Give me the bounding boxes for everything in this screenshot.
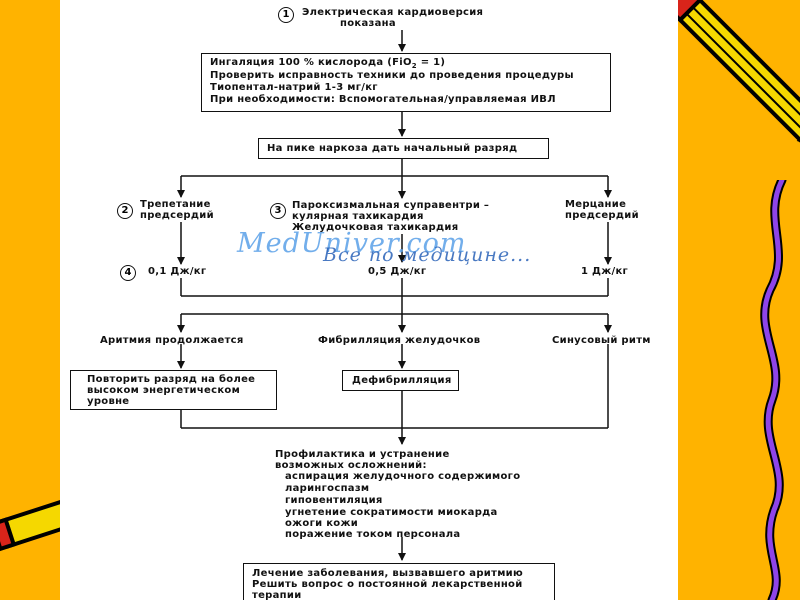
preparation-box <box>201 53 611 112</box>
final-line-2: Решить вопрос о постоянной лекарственной <box>252 579 523 590</box>
flowchart-connectors <box>177 30 612 561</box>
final-treatment-box <box>243 563 555 600</box>
prevention-item: поражение током персонала <box>285 529 461 540</box>
pencil-left-decoration <box>0 500 64 552</box>
repeat-discharge-box <box>70 370 277 410</box>
initial-discharge-label: На пике наркоза дать начальный разряд <box>267 143 518 154</box>
oxygen-line: Ингаляция 100 % кислорода (FiO2 = 1) <box>210 57 445 72</box>
repeat-line-1: Повторить разряд на более <box>87 374 256 385</box>
prevention-title-1: Профилактика и устранение <box>275 449 450 460</box>
branch-left-line-2: предсердий <box>140 210 214 221</box>
branch-middle-line-2: кулярная тахикардия <box>292 211 424 222</box>
fio-subscript: 2 <box>411 62 417 70</box>
defibrillation-box <box>342 370 459 391</box>
branch-right-line-1: Мерцание <box>565 199 627 210</box>
pencil-right-decoration <box>670 0 800 155</box>
prevention-item: угнетение сократимости миокарда <box>285 507 498 518</box>
ventilation-line: При необходимости: Вспомогательная/управ… <box>210 94 556 105</box>
step-number-1: 1 <box>278 7 294 23</box>
branch-middle-line-3: Желудочковая тахикардия <box>292 222 459 233</box>
oxygen-text: Ингаляция 100 % кислорода (FiO <box>210 57 412 68</box>
defibrillation-label: Дефибрилляция <box>352 375 452 386</box>
initial-discharge-box <box>258 138 549 159</box>
prevention-item: ожоги кожи <box>285 518 359 529</box>
squiggle-decoration <box>760 180 787 600</box>
step-number-2: 2 <box>117 203 133 219</box>
prevention-item: гиповентиляция <box>285 495 383 506</box>
step-1-line-1: Электрическая кардиоверсия <box>302 7 484 18</box>
outcome-arrhythmia-continues: Аритмия продолжается <box>100 335 244 346</box>
energy-left: 0,1 Дж/кг <box>148 266 207 277</box>
flowchart-slide: 1 Электрическая кардиоверсия показана Ин… <box>60 0 678 600</box>
final-line-3: терапии <box>252 590 302 600</box>
outcome-sinus-rhythm: Синусовый ритм <box>552 335 651 346</box>
branch-middle-line-1: Пароксизмальная суправентри – <box>292 200 490 211</box>
branch-right-line-2: предсердий <box>565 210 639 221</box>
prevention-title-2: возможных осложнений: <box>275 460 427 471</box>
energy-middle: 0,5 Дж/кг <box>368 266 427 277</box>
step-number-3: 3 <box>270 203 286 219</box>
branch-left-line-1: Трепетание <box>140 199 211 210</box>
final-line-1: Лечение заболевания, вызвавшего аритмию <box>252 568 524 579</box>
prevention-item: ларингоспазм <box>285 483 370 494</box>
watermark-site: MedUniver.com <box>237 228 467 259</box>
prevention-item: аспирация желудочного содержимого <box>285 471 521 482</box>
thiopental-line: Тиопентал-натрий 1-3 мг/кг <box>210 82 378 93</box>
repeat-line-3: уровне <box>87 396 130 407</box>
outcome-ventricular-fibrillation: Фибрилляция желудочков <box>318 335 481 346</box>
step-number-4: 4 <box>120 265 136 281</box>
fio-tail: = 1) <box>416 57 446 68</box>
watermark-tagline: Все по медицине... <box>323 244 532 266</box>
repeat-line-2: высоком энергетическом <box>87 385 241 396</box>
energy-right: 1 Дж/кг <box>581 266 629 277</box>
step-1-line-2: показана <box>340 18 396 29</box>
equipment-check-line: Проверить исправность техники до проведе… <box>210 70 574 81</box>
